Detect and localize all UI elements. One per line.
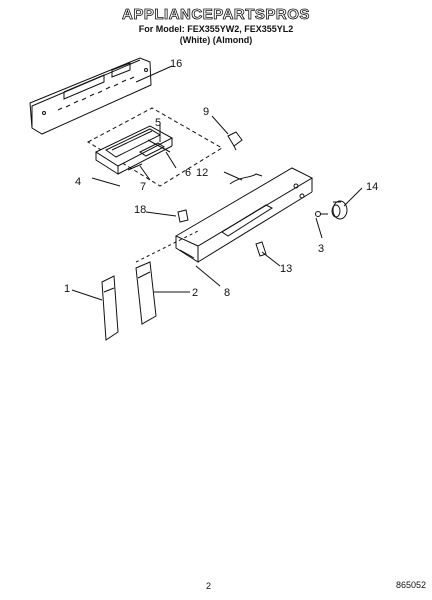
assembly-4-outline bbox=[86, 107, 223, 187]
clip-part-13 bbox=[255, 241, 267, 257]
callout-4: 4 bbox=[75, 176, 81, 188]
callout-18: 18 bbox=[134, 204, 146, 216]
callout-1: 1 bbox=[64, 283, 70, 295]
callout-16: 16 bbox=[170, 58, 182, 70]
callout-2: 2 bbox=[192, 287, 198, 299]
document-code: 865052 bbox=[395, 580, 426, 590]
page-number: 2 bbox=[206, 581, 212, 591]
knob-part bbox=[331, 200, 348, 220]
callout-12: 12 bbox=[196, 167, 208, 179]
callout-6: 6 bbox=[185, 167, 191, 179]
leader-lines bbox=[71, 65, 363, 301]
title-block: APPLIANCEPARTSPROS For Model: FEX355YW2,… bbox=[0, 6, 432, 46]
page-title: APPLIANCEPARTSPROS bbox=[122, 6, 310, 24]
callout-14: 14 bbox=[366, 181, 378, 193]
model-line: For Model: FEX355YW2, FEX355YL2 bbox=[138, 24, 294, 34]
wire-part bbox=[229, 173, 263, 185]
clip-part-9 bbox=[227, 131, 243, 151]
clip-part-18 bbox=[177, 209, 189, 223]
callout-3: 3 bbox=[318, 243, 324, 255]
callout-5: 5 bbox=[155, 117, 161, 129]
rear-panel-part bbox=[29, 57, 152, 135]
control-board-part bbox=[94, 125, 174, 175]
bracket-part-2 bbox=[135, 261, 157, 325]
callout-8: 8 bbox=[224, 287, 230, 299]
callout-labels: 16 9 5 6 7 4 12 14 3 13 8 18 1 2 bbox=[64, 58, 378, 299]
bracket-part-1 bbox=[101, 275, 119, 341]
screw-part-3 bbox=[315, 211, 328, 217]
color-line: (White) (Almond) bbox=[179, 35, 253, 45]
callout-13: 13 bbox=[280, 263, 292, 275]
control-panel-part bbox=[174, 167, 314, 263]
callout-9: 9 bbox=[203, 106, 209, 118]
callout-7: 7 bbox=[140, 181, 146, 193]
